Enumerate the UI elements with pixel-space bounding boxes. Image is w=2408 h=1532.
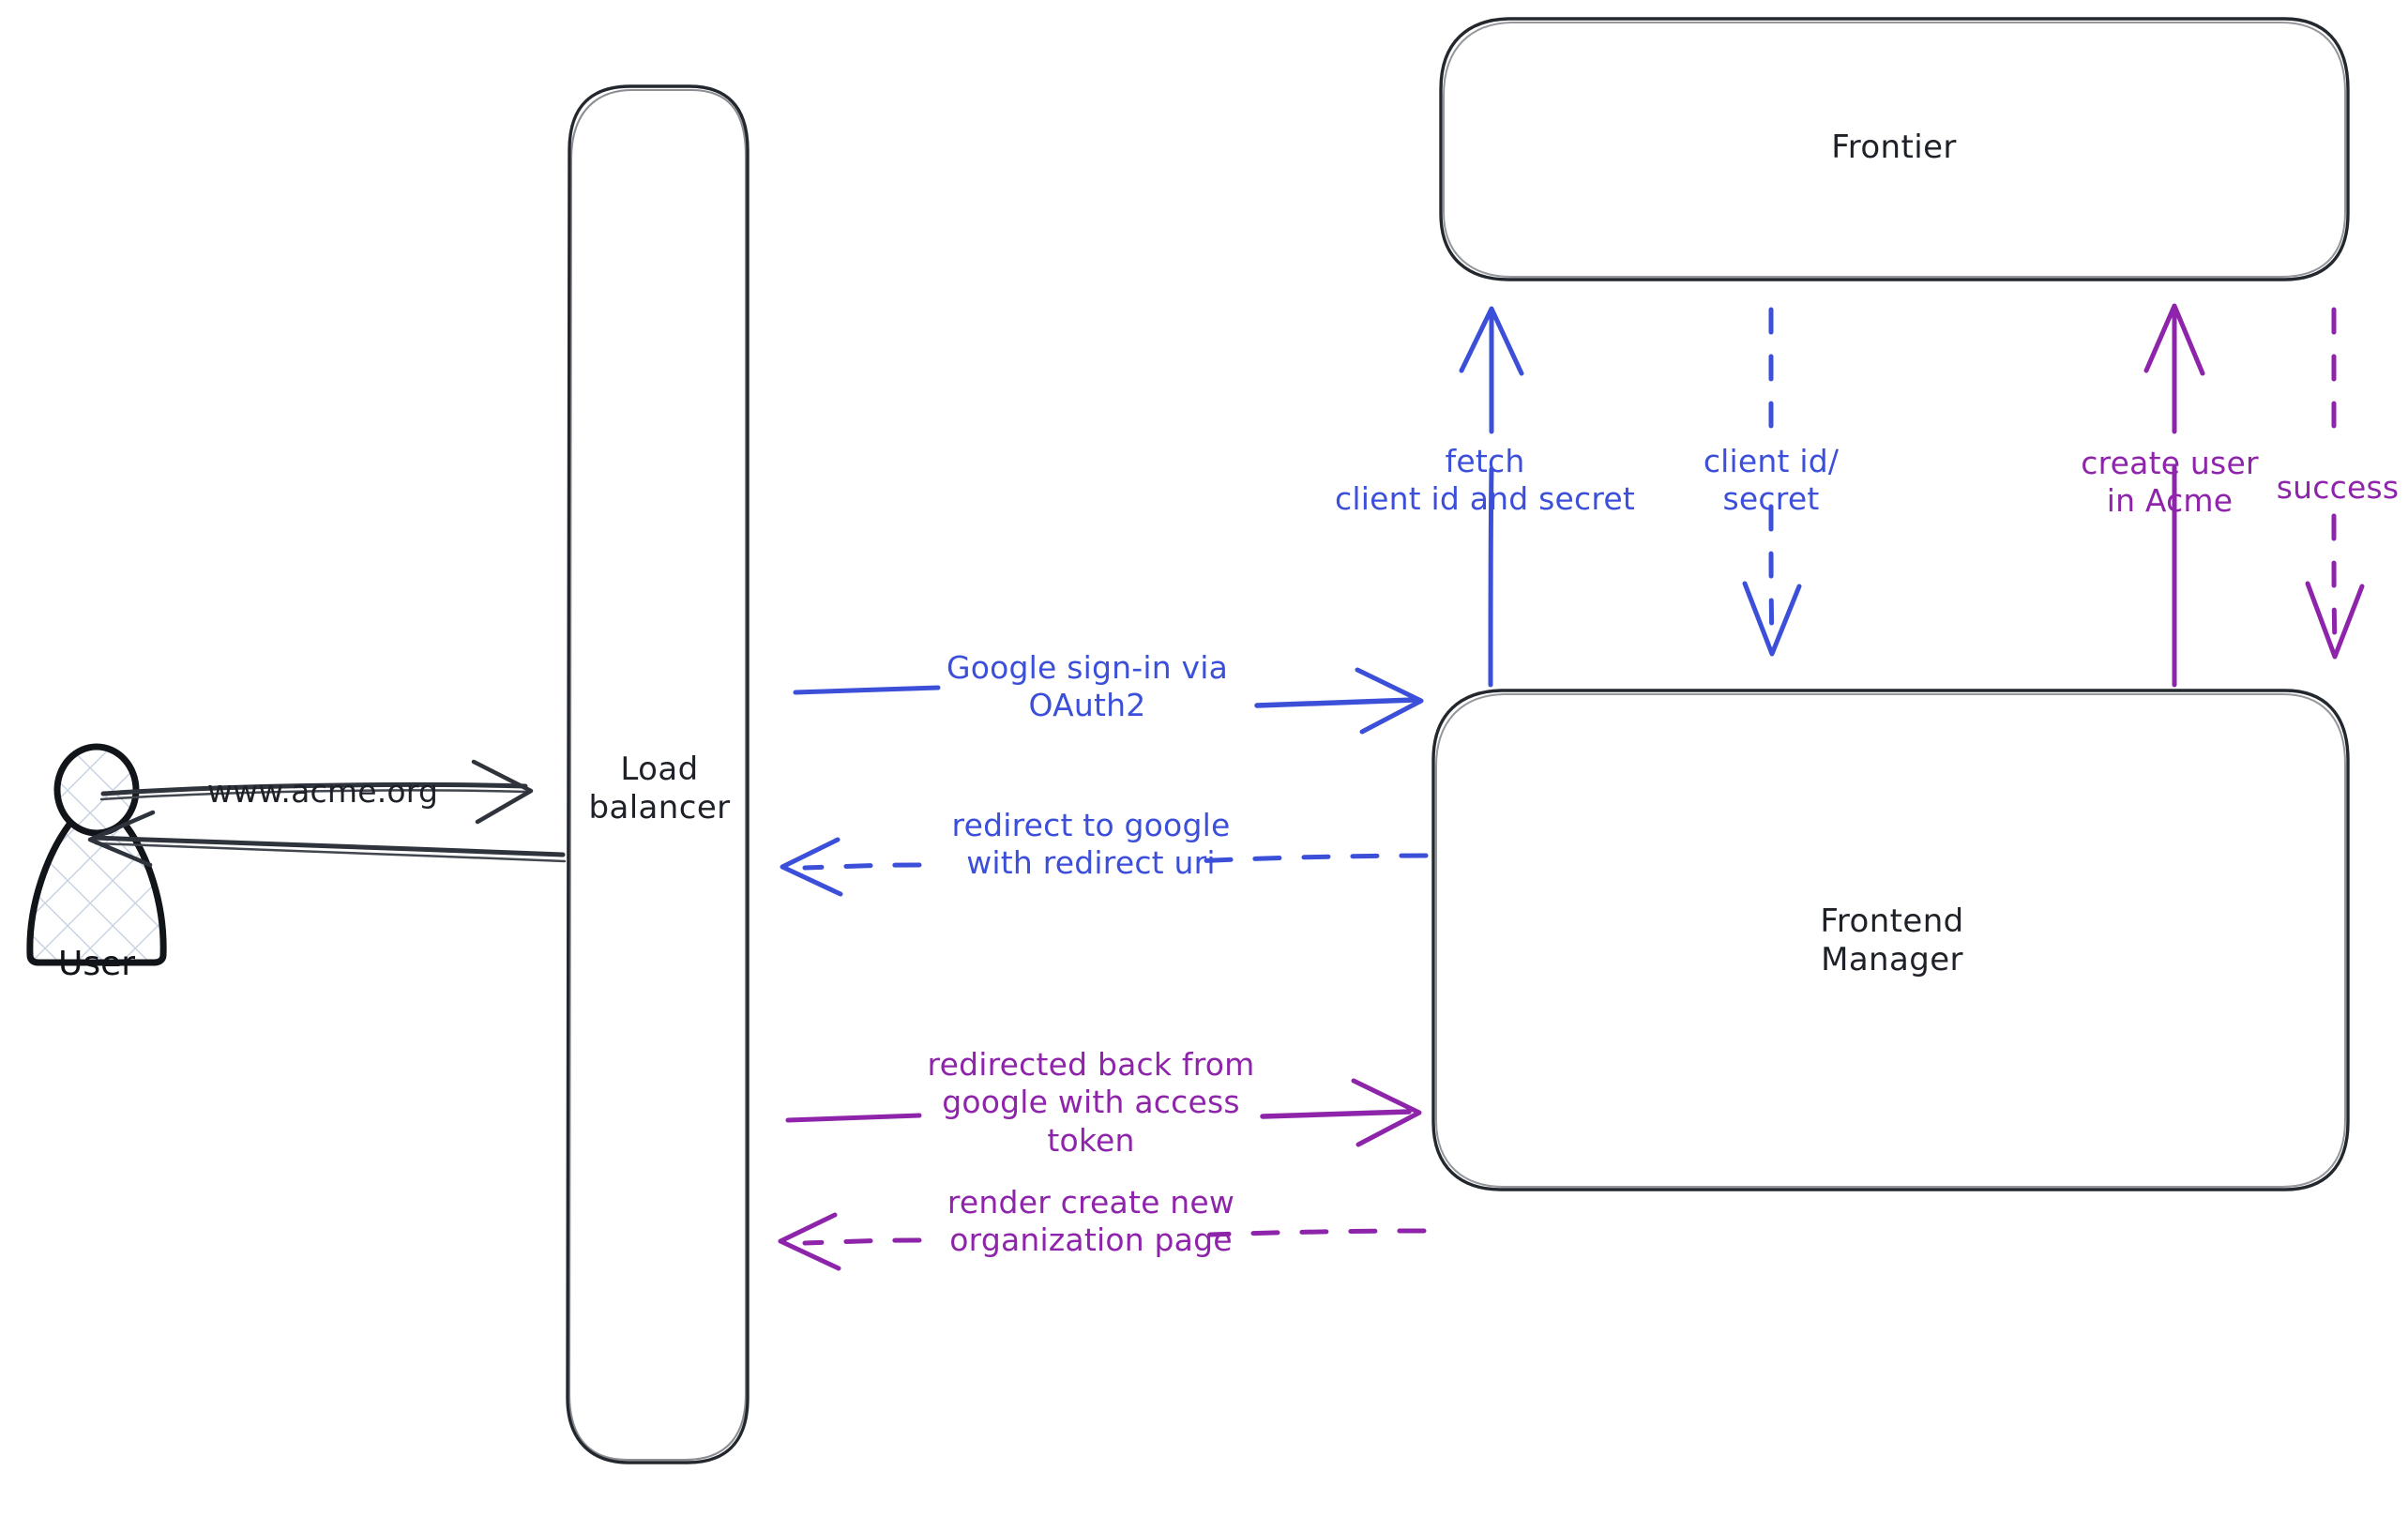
user-actor-icon [26, 743, 167, 966]
edge-fm-to-lb-render [778, 1212, 1427, 1271]
edge-frontier-to-fm-creds [1742, 307, 1802, 657]
node-frontend-manager[interactable] [1431, 689, 2350, 1191]
edge-user-to-lb [99, 759, 534, 825]
edge-frontier-to-fm-success [2305, 307, 2365, 660]
node-frontier[interactable] [1439, 17, 2350, 281]
edge-lb-to-fm-signin [793, 667, 1424, 735]
edge-lb-to-fm-token [785, 1078, 1422, 1147]
edge-fm-to-lb-redirect [780, 837, 1429, 897]
edge-fm-to-frontier-createuser [2143, 303, 2205, 688]
node-load-balancer[interactable] [566, 84, 750, 1464]
edge-fm-to-frontier-fetch [1459, 306, 1524, 688]
edge-lb-to-user [87, 810, 567, 868]
